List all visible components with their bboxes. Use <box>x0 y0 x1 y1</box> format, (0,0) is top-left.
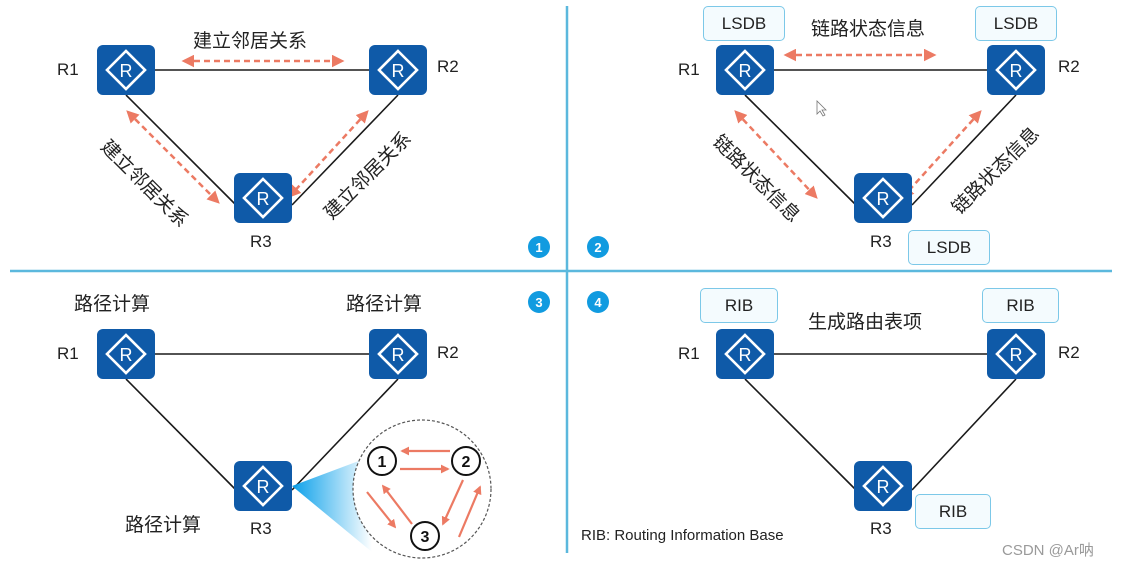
q3-r3-path-calc-label: 路径计算 <box>125 514 202 536</box>
q4-caption: 生成路由表项 <box>808 311 923 333</box>
q2-router-r3[interactable]: R <box>852 171 914 225</box>
q2-top-edge-label: 链路状态信息 <box>811 18 926 40</box>
q2-left-edge-label: 链路状态信息 <box>708 131 804 227</box>
router-icon: R <box>392 345 405 365</box>
q2-r2-lsdb: LSDB <box>975 6 1057 41</box>
router-icon: R <box>392 61 405 81</box>
router-icon: R <box>120 61 133 81</box>
q1-r3-label: R3 <box>250 232 272 251</box>
q3-router-r1[interactable]: R <box>95 327 157 381</box>
q1-router-r1[interactable]: R <box>95 43 157 97</box>
q2-r3-lsdb: LSDB <box>908 230 990 265</box>
step-badge-4: 4 <box>587 291 609 313</box>
router-icon: R <box>120 345 133 365</box>
q4-router-r3[interactable]: R <box>852 459 914 513</box>
step-badge-3: 3 <box>528 291 550 313</box>
q3-links <box>125 353 399 491</box>
q1-r1-label: R1 <box>57 60 79 79</box>
router-icon: R <box>1010 61 1023 81</box>
q1-left-edge-label: 建立邻居关系 <box>96 136 192 232</box>
q2-r2-label: R2 <box>1058 57 1080 76</box>
q4-router-r1[interactable]: R <box>714 327 776 381</box>
q3-r2-path-calc-label: 路径计算 <box>346 293 423 315</box>
q2-r1-label: R1 <box>678 60 700 79</box>
step-badge-1: 1 <box>528 236 550 258</box>
q2-arrows <box>734 48 982 199</box>
q4-r2-rib: RIB <box>982 288 1059 323</box>
step-badge-2: 2 <box>587 236 609 258</box>
q1-right-edge-label: 建立邻居关系 <box>320 128 416 224</box>
q3-r2-label: R2 <box>437 343 459 362</box>
q2-r1-lsdb: LSDB <box>703 6 785 41</box>
q1-arrow-right <box>288 110 369 198</box>
rib-footnote: RIB: Routing Information Base <box>581 527 784 544</box>
q4-r1-label: R1 <box>678 344 700 363</box>
q2-right-edge-label: 链路状态信息 <box>948 123 1044 219</box>
q3-r3-label: R3 <box>250 519 272 538</box>
watermark: CSDN @Ar呐 <box>1002 542 1094 559</box>
spf-node-1-label: 1 <box>378 454 387 471</box>
router-icon: R <box>739 345 752 365</box>
spf-node-3-label: 3 <box>421 529 430 546</box>
q4-router-r2[interactable]: R <box>985 327 1047 381</box>
spf-node-1: 1 <box>367 446 397 476</box>
q1-arrows <box>126 54 369 204</box>
router-icon: R <box>1010 345 1023 365</box>
router-icon: R <box>257 477 270 497</box>
q2-arrow-right <box>901 110 982 199</box>
router-icon: R <box>877 189 890 209</box>
q1-arrow-left <box>126 110 220 204</box>
q4-r2-label: R2 <box>1058 343 1080 362</box>
q3-r1-path-calc-label: 路径计算 <box>74 293 151 315</box>
q4-r3-label: R3 <box>870 519 892 538</box>
zoom-beam <box>292 456 372 552</box>
q2-router-r1[interactable]: R <box>714 43 776 97</box>
spf-arrows <box>366 446 482 538</box>
mouse-cursor-icon <box>816 100 827 117</box>
q3-r1-label: R1 <box>57 344 79 363</box>
router-icon: R <box>877 477 890 497</box>
q3-router-r2[interactable]: R <box>367 327 429 381</box>
q1-router-r3[interactable]: R <box>232 171 294 225</box>
q4-r1-rib: RIB <box>700 288 778 323</box>
router-icon: R <box>257 189 270 209</box>
q1-top-edge-label: 建立邻居关系 <box>193 30 308 52</box>
spf-node-2: 2 <box>451 446 481 476</box>
q2-router-r2[interactable]: R <box>985 43 1047 97</box>
router-icon: R <box>739 61 752 81</box>
q3-router-r3[interactable]: R <box>232 459 294 513</box>
spf-node-3: 3 <box>410 521 440 551</box>
q2-r3-label: R3 <box>870 232 892 251</box>
q1-router-r2[interactable]: R <box>367 43 429 97</box>
spf-node-2-label: 2 <box>462 454 471 471</box>
q4-links <box>744 353 1017 491</box>
q1-r2-label: R2 <box>437 57 459 76</box>
q4-r3-rib: RIB <box>915 494 991 529</box>
